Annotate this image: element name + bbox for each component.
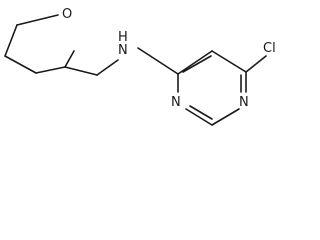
bond-n1-c2 — [211, 108, 240, 126]
atom-label-amine-hydrogen: H — [118, 30, 128, 45]
bond-nh-c4 — [137, 47, 179, 75]
bond-thf-c5-o — [16, 14, 59, 26]
bond-c6-cl — [245, 55, 267, 73]
atom-label-amine-nitrogen: N — [118, 43, 128, 58]
bond-c5-c6 — [211, 50, 247, 73]
atom-label-chlorine: Cl — [263, 41, 276, 56]
bond-thf-c2-c3 — [35, 66, 66, 74]
atom-label-ring-oxygen: O — [62, 7, 72, 22]
atom-label-pyrimidine-n1: N — [239, 95, 249, 110]
atom-label-pyrimidine-n3: N — [171, 95, 181, 110]
bond-c2-n3-double — [189, 105, 213, 120]
bond-thf-c3-c4 — [4, 55, 37, 74]
tetrahydrofuran-ring — [4, 14, 75, 74]
bond-ch2-nh — [96, 59, 119, 76]
pyrimidine-ring — [177, 50, 247, 126]
bond-c2-ch2 — [64, 66, 98, 76]
bond-c2-n3 — [185, 108, 213, 126]
chemical-structure-diagram: O N H Cl N N — [4, 7, 276, 126]
bond-c4-c5-double — [182, 55, 212, 73]
bond-thf-c4-c5 — [4, 24, 18, 57]
bond-c4-c5 — [177, 50, 213, 75]
bond-thf-o-c2 — [64, 50, 75, 68]
